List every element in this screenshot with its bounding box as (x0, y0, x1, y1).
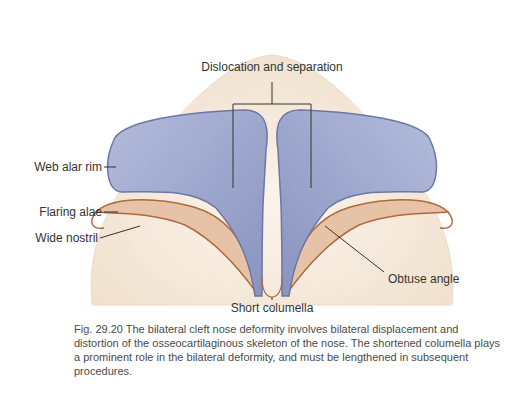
bracket-label: Dislocation and separation (201, 60, 342, 74)
leader-line (104, 167, 116, 168)
part-label: Short columella (231, 301, 314, 315)
figure-caption: Fig. 29.20 The bilateral cleft nose defo… (74, 322, 502, 378)
left-alar-cartilage (108, 110, 268, 296)
leader-line (100, 226, 140, 238)
angle-label: Obtuse angle (388, 272, 459, 286)
right-alar-cartilage (277, 110, 437, 296)
leader-line (104, 212, 118, 213)
bracket (233, 82, 311, 188)
part-label: Flaring alae (39, 205, 102, 219)
nose-skin (91, 55, 453, 305)
leader-line (272, 297, 273, 300)
columella (262, 278, 282, 297)
leader-line (325, 226, 384, 272)
part-label: Web alar rim (34, 160, 102, 174)
part-label: Wide nostril (35, 231, 98, 245)
